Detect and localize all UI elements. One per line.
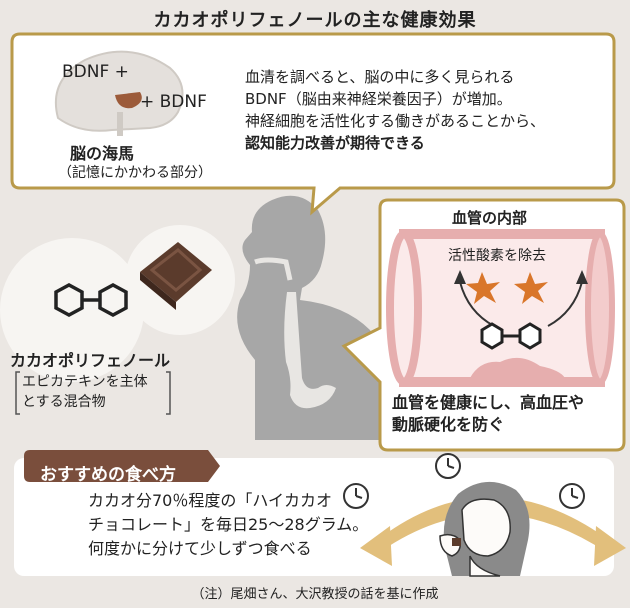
- recommendation-heading: おすすめの食べ方: [40, 465, 176, 485]
- brain-effect-line: 血清を調べると、脳の中に多く見られる: [245, 68, 515, 86]
- vessel-caption-line: 動脈硬化を防ぐ: [392, 415, 505, 434]
- blood-vessel-illustration: [386, 229, 615, 387]
- recommendation-heading-tab: [24, 450, 220, 482]
- bdnf-label-1: BDNF +: [62, 62, 129, 82]
- page-title: カカオポリフェノールの主な健康効果: [153, 10, 477, 31]
- vessel-caption-line: 血管を健康にし、高血圧や: [392, 393, 585, 412]
- desc-bracket-right: [166, 371, 171, 415]
- polyphenol-desc-line: エピカテキンを主体: [22, 374, 148, 390]
- clock-icon: [435, 453, 461, 479]
- footnote: （注）尾畑さん、大沢教授の話を基に作成: [191, 587, 439, 602]
- time-arrow: [360, 497, 626, 566]
- recommendation-line: カカオ分70％程度の「ハイカカオ: [88, 491, 333, 510]
- ros-burst-icon: [466, 272, 500, 304]
- brain-effect-line: BDNF（脳由来神経栄養因子）が増加。: [245, 90, 512, 108]
- brain-effect-text: 血清を調べると、脳の中に多く見られる BDNF（脳由来神経栄養因子）が増加。 神…: [245, 66, 615, 154]
- recommendation-text: カカオ分70％程度の「ハイカカオ チョコレート」を毎日25～28グラム。 何度か…: [88, 489, 388, 561]
- vessel-caption: 血管を健康にし、高血圧や 動脈硬化を防ぐ: [392, 392, 622, 436]
- recommendation-line: 何度かに分けて少しずつ食べる: [88, 539, 312, 558]
- ros-label: 活性酸素を除去: [448, 248, 546, 264]
- human-silhouette: [237, 195, 380, 440]
- woman-eating-illustration: [439, 481, 530, 577]
- clock-icon: [559, 483, 585, 509]
- polyphenol-name: カカオポリフェノール: [10, 351, 171, 370]
- polyphenol-description: エピカテキンを主体 とする混合物: [22, 372, 148, 412]
- brain-illustration: [54, 50, 184, 136]
- plaque-shape: [470, 357, 565, 378]
- bdnf-label-2: + BDNF: [140, 92, 207, 112]
- desc-bracket-left: [15, 371, 20, 415]
- hippocampus-shape: [115, 92, 142, 109]
- polyphenol-desc-line: とする混合物: [22, 394, 106, 410]
- chocolate-piece-icon: [140, 242, 212, 310]
- recommendation-line: チョコレート」を毎日25～28グラム。: [88, 515, 369, 534]
- ros-burst-icon: [514, 272, 548, 304]
- brain-effect-line: 神経細胞を活性化する働きがあることから、: [245, 112, 546, 130]
- vessel-heading: 血管の内部: [452, 209, 528, 227]
- clock-icon: [343, 483, 369, 509]
- molecule-halo: [0, 238, 144, 382]
- brain-effect-conclusion: 認知能力改善が期待できる: [245, 134, 425, 152]
- polyphenol-molecule-icon: [54, 283, 128, 317]
- hippocampus-caption: （記憶にかかわる部分）: [58, 165, 212, 181]
- hippocampus-label: 脳の海馬: [70, 144, 135, 163]
